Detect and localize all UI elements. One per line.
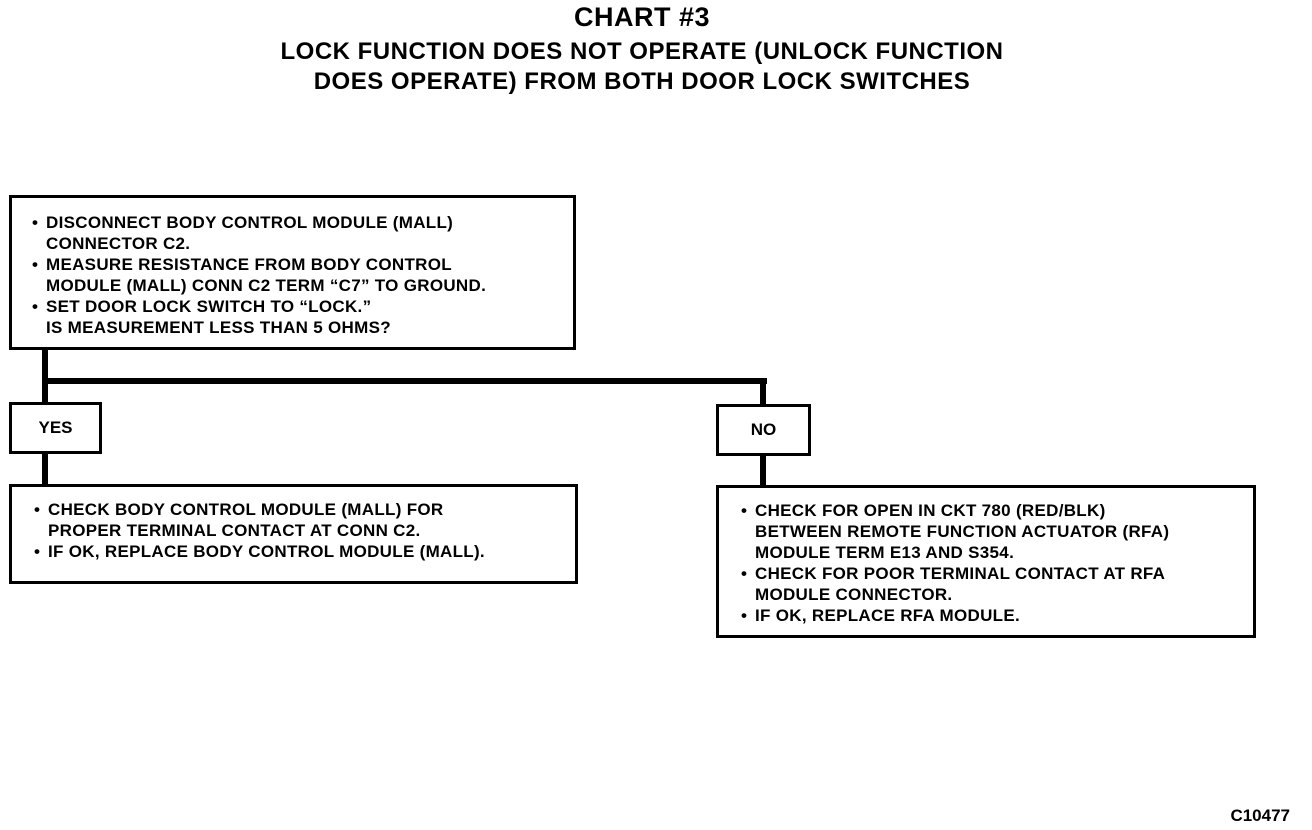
chart-subtitle-line-2: DOES OPERATE) FROM BOTH DOOR LOCK SWITCH… <box>313 68 971 95</box>
step-item-set-switch: SET DOOR LOCK SWITCH TO “LOCK.” <box>30 296 573 317</box>
step-question: IS MEASUREMENT LESS THAN 5 OHMS? <box>46 318 391 337</box>
step-box: DISCONNECT BODY CONTROL MODULE (MALL) CO… <box>9 195 576 350</box>
connector-step-down <box>42 348 48 404</box>
chart-subtitle-line-1: LOCK FUNCTION DOES NOT OPERATE (UNLOCK F… <box>280 38 1004 65</box>
yes-result-item-check: CHECK BODY CONTROL MODULE (MALL) FOR PRO… <box>32 499 575 541</box>
no-result-box: CHECK FOR OPEN IN CKT 780 (RED/BLK) BETW… <box>716 485 1256 638</box>
yes-branch-label: YES <box>9 402 102 454</box>
step-item-measure: MEASURE RESISTANCE FROM BODY CONTROL MOD… <box>30 254 573 296</box>
no-result-item-check-contact: CHECK FOR POOR TERMINAL CONTACT AT RFA M… <box>739 563 1253 605</box>
no-branch-label: NO <box>716 404 811 456</box>
connector-branch-horizontal <box>42 378 767 384</box>
chart-title: CHART #3 <box>573 2 711 32</box>
connector-to-no-label <box>760 378 766 406</box>
step-item-disconnect: DISCONNECT BODY CONTROL MODULE (MALL) CO… <box>30 212 573 254</box>
connector-no-to-result <box>760 454 766 487</box>
yes-result-box: CHECK BODY CONTROL MODULE (MALL) FOR PRO… <box>9 484 578 584</box>
no-result-item-replace: IF OK, REPLACE RFA MODULE. <box>739 605 1253 626</box>
yes-result-item-replace: IF OK, REPLACE BODY CONTROL MODULE (MALL… <box>32 541 575 562</box>
figure-code: C10477 <box>1230 806 1290 825</box>
connector-yes-to-result <box>42 452 48 486</box>
no-result-item-check-open: CHECK FOR OPEN IN CKT 780 (RED/BLK) BETW… <box>739 500 1253 563</box>
